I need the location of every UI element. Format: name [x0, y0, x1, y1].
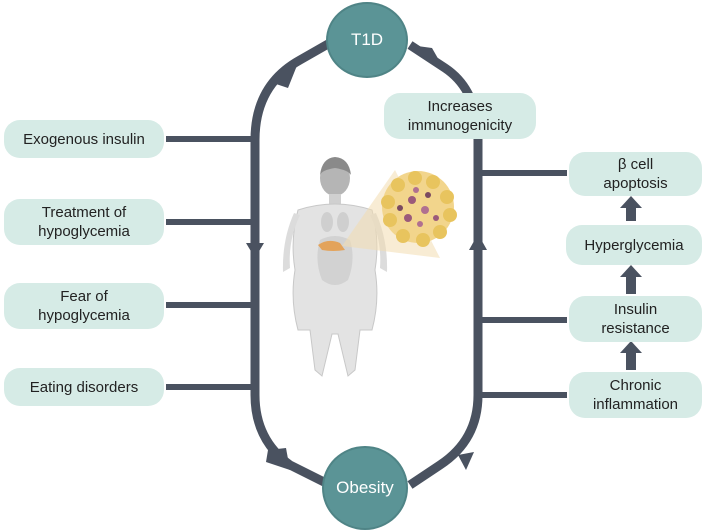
- arrowhead-right-up: [469, 234, 487, 250]
- exogenous-insulin-box: Exogenous insulin: [4, 120, 164, 158]
- insulin-resistance-line1: Insulin: [613, 301, 658, 318]
- eating-disorders-box: Eating disorders: [4, 368, 164, 406]
- eating-disorders-label: Eating disorders: [29, 378, 139, 396]
- chronic-inflammation-line1: Chronic: [609, 377, 662, 394]
- chronic-inflammation-line2: inflammation: [592, 396, 679, 413]
- human-body-icon: [282, 157, 388, 377]
- obesity-label: Obesity: [336, 478, 394, 497]
- immunogenicity-line2: immunogenicity: [407, 117, 513, 134]
- treatment-hypoglycemia-line2: hypoglycemia: [38, 223, 130, 240]
- arrowhead-bottom-right: [458, 452, 474, 470]
- pancreatic-islet-icon: [381, 171, 457, 247]
- arrowhead-left-down: [246, 243, 264, 258]
- arrow-hyperglycemia-to-beta: [620, 196, 642, 221]
- exogenous-insulin-label: Exogenous insulin: [23, 130, 145, 148]
- immunogenicity-box: Increases immunogenicity: [384, 93, 536, 139]
- t1d-node: T1D: [326, 2, 408, 78]
- treatment-hypoglycemia-box: Treatment of hypoglycemia: [4, 199, 164, 245]
- hyperglycemia-label: Hyperglycemia: [584, 236, 684, 254]
- chronic-inflammation-box: Chronic inflammation: [569, 372, 702, 418]
- immunogenicity-line1: Increases: [427, 98, 493, 115]
- hyperglycemia-box: Hyperglycemia: [566, 225, 702, 265]
- insulin-resistance-box: Insulin resistance: [569, 296, 702, 342]
- fear-hypoglycemia-line1: Fear of: [60, 288, 108, 305]
- beta-cell-apoptosis-box: β cell apoptosis: [569, 152, 702, 196]
- arrowhead-bottom-left: [266, 448, 290, 470]
- arrow-inflammation-to-resistance: [620, 341, 642, 370]
- arrow-resistance-to-hyperglycemia: [620, 265, 642, 294]
- fear-hypoglycemia-line2: hypoglycemia: [38, 307, 130, 324]
- arrowhead-top-left: [270, 58, 300, 88]
- treatment-hypoglycemia-line1: Treatment of: [41, 204, 127, 221]
- beta-cell-line2: apoptosis: [603, 175, 668, 192]
- beta-cell-line1: β cell: [617, 156, 654, 173]
- insulin-resistance-line2: resistance: [601, 320, 670, 337]
- t1d-label: T1D: [350, 30, 384, 49]
- arrowhead-top-right: [410, 45, 440, 62]
- loop-right-arc: [407, 41, 483, 489]
- fear-hypoglycemia-box: Fear of hypoglycemia: [4, 283, 164, 329]
- obesity-node: Obesity: [322, 446, 408, 530]
